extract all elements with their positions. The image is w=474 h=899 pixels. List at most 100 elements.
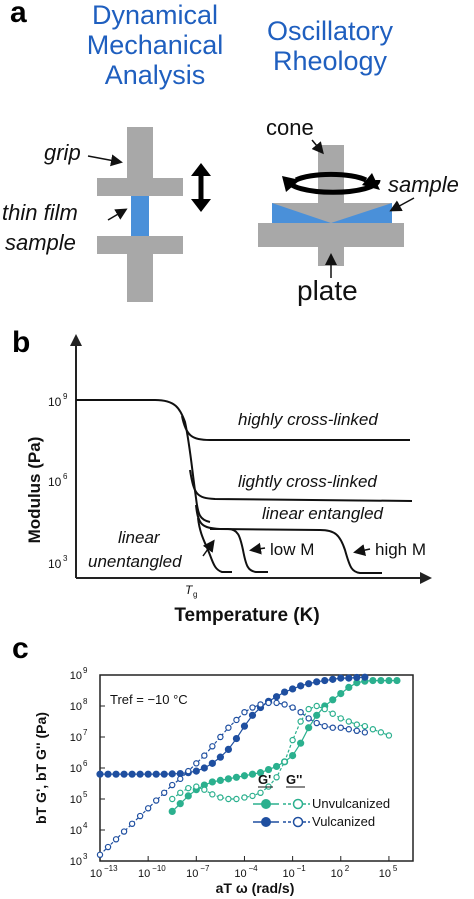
label-high-m: high M [375,540,426,559]
c-point [104,843,112,851]
c-point [249,792,256,800]
high-m-pointer [353,544,371,556]
rheometer-plate [258,223,404,247]
sample-pointer [389,197,415,212]
c-point [209,791,216,798]
c-point [128,770,136,778]
legend-unvulc-gpp-marker [292,798,304,810]
c-point [353,673,361,682]
c-ytick-exp: 4 [83,821,88,830]
c-point [120,828,128,835]
c-point [152,797,160,804]
c-xtick-label: 10 [138,868,150,880]
c-tref: Tref = −10 °C [110,692,188,707]
panel-b-chart: 10 9 10 6 10 3 T g Modulus (Pa) Temperat… [25,334,432,626]
c-point [337,715,344,722]
c-point [385,676,393,685]
rotation-arrow-head-left [282,176,300,192]
ytick-1e9: 10 [48,395,62,409]
c-xtick-exp: 2 [345,864,350,873]
c-point [289,736,296,744]
panel-a-letter: a [10,0,27,29]
c-point [281,758,288,766]
c-point [257,701,264,708]
c-point [272,693,281,701]
curve-linear-unentangled [197,517,232,573]
c-point [369,676,377,685]
legend-vulc-gpp-marker [292,816,304,828]
label-linear-entangled: linear entangled [262,504,384,523]
b-x-axis-arrowhead [420,572,432,584]
c-point [96,851,104,858]
c-point [273,699,280,707]
c-point [329,710,336,717]
c-ytick-label: 10 [70,825,82,837]
c-point [249,704,256,711]
dma-upper-grip [97,178,183,196]
c-point [297,682,305,690]
oscillation-arrow-down-head [191,199,211,212]
c-point [112,770,120,778]
c-point [337,674,345,682]
sample-right-label: sample [388,172,459,197]
thin-film-pointer [107,208,128,221]
c-point [305,715,312,722]
c-ytick-exp: 8 [83,697,88,706]
c-ytick-exp: 7 [83,728,88,737]
c-ytick-exp: 6 [83,759,88,768]
c-xtick-exp: −10 [152,864,166,873]
c-point [345,683,353,692]
c-point [233,795,240,803]
legend-gp-header: G' [258,772,271,787]
thin-film-label: thin film [2,200,78,225]
cone-label: cone [266,115,314,140]
c-point [208,759,216,767]
label-highly-cross-linked: highly cross-linked [238,410,378,429]
c-point [185,767,192,775]
c-point [240,772,249,780]
c-point [241,794,248,801]
b-xlabel: Temperature (K) [174,605,319,626]
c-point [168,807,176,815]
c-xtick-exp: −4 [248,864,258,873]
b-ylabel: Modulus (Pa) [25,437,44,544]
c-ytick-label: 10 [70,763,82,775]
c-point [329,696,337,704]
c-point [96,770,104,778]
c-point [313,711,321,719]
c-point [232,773,241,781]
c-point [248,711,257,719]
curve-highly-cross-linked [181,415,410,441]
tg-subscript: g [193,590,197,599]
c-point [176,800,184,808]
c-point [337,724,344,731]
c-point [321,676,329,685]
c-tref-text: Tref = −10 °C [110,692,188,707]
c-xtick-exp: −1 [297,864,307,873]
c-point [144,805,152,812]
c-point [209,743,216,750]
c-point [177,775,184,783]
label-lightly-cross-linked: lightly cross-linked [238,472,377,491]
c-point [272,762,281,771]
c-point [305,680,313,688]
c-point [305,705,312,713]
c-point [265,699,272,707]
c-point [184,792,192,800]
c-ytick-exp: 5 [83,790,88,799]
c-point [224,745,233,754]
c-point [104,770,112,778]
legend-gpp-header: G'' [286,772,302,787]
c-point [345,726,352,733]
c-xtick-exp: −7 [200,864,210,873]
c-point [289,751,297,760]
c-point [353,721,361,728]
c-point [321,705,328,713]
c-point [369,726,377,733]
c-point [217,733,224,741]
c-point [280,688,289,696]
grip-pointer [87,154,123,167]
plate-label: plate [297,275,358,306]
c-point [168,770,176,778]
